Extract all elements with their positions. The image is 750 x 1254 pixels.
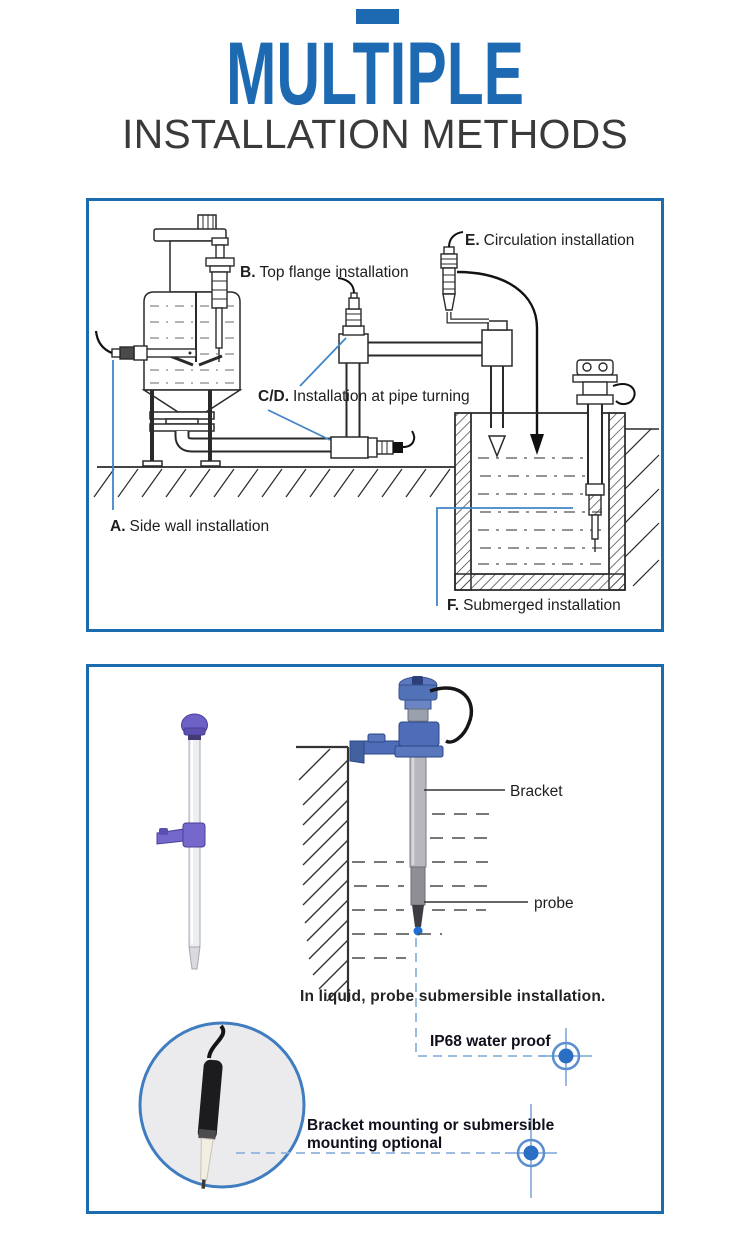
tank-pit-drawing: [454, 412, 626, 591]
label-b-text: Top flange installation: [260, 264, 409, 281]
label-a-text: Side wall installation: [130, 518, 270, 535]
pipe-cd-drawing: [330, 333, 484, 459]
label-submerged-installation: F.Submerged installation: [447, 597, 621, 614]
probe-b-drawing: [205, 237, 235, 362]
installation-diagram: B.Top flange installation E.Circulation …: [93, 214, 660, 614]
label-pipe-turning-installation: C/D.Installation at pipe turning: [258, 388, 470, 405]
label-ip68: IP68 water proof: [430, 1033, 551, 1050]
label-probe: probe: [534, 895, 574, 912]
label-a-prefix: A.: [110, 518, 126, 535]
label-side-wall-installation: A.Side wall installation: [110, 518, 269, 535]
panel-submersible-detail: Bracket probe In liquid, probe submersib…: [86, 664, 664, 1214]
pipe-tee-e-drawing: [481, 320, 513, 459]
probe-c-drawing: [337, 277, 365, 336]
label-e-prefix: E.: [465, 232, 480, 249]
caption-submersible: In liquid, probe submersible installatio…: [300, 988, 606, 1005]
label-circulation-installation: E.Circulation installation: [465, 232, 634, 249]
page-title: MULTIPLE: [225, 23, 525, 123]
page-subtitle: INSTALLATION METHODS: [122, 111, 628, 157]
standalone-probe-drawing: [156, 713, 208, 970]
label-f-text: Submerged installation: [463, 597, 621, 614]
callout-lines: [112, 337, 573, 606]
probe-f-drawing: [572, 359, 636, 552]
probe-e-drawing: [440, 231, 544, 455]
label-f-prefix: F.: [447, 597, 459, 614]
leader-lines: [424, 789, 528, 903]
datum-target-icon: [505, 1104, 557, 1198]
probe-d-drawing: [367, 430, 416, 458]
probe-cable: [429, 686, 474, 744]
datum-target-icon: [540, 1028, 592, 1086]
label-b-prefix: B.: [240, 264, 256, 281]
label-mounting-line2: mounting optional: [307, 1135, 442, 1152]
ground-hatch: [93, 466, 455, 498]
label-top-flange-installation: B.Top flange installation: [240, 264, 409, 281]
ground-hatch-right: [624, 428, 660, 587]
probe-a-drawing: [94, 330, 197, 361]
label-mounting-line1: Bracket mounting or submersible: [307, 1117, 555, 1134]
label-cd-prefix: C/D.: [258, 388, 289, 405]
wall-drawing: [296, 745, 350, 1002]
label-cd-text: Installation at pipe turning: [293, 388, 470, 405]
submersible-diagram: Bracket probe In liquid, probe submersib…: [138, 676, 606, 1198]
panel-installation-methods: B.Top flange installation E.Circulation …: [86, 198, 664, 632]
label-e-text: Circulation installation: [484, 232, 635, 249]
mounted-probe-drawing: [349, 676, 474, 936]
header-accent-bar: [356, 9, 399, 24]
probe-photo-bubble: [138, 1021, 306, 1189]
label-bracket: Bracket: [510, 783, 563, 800]
water-level-dashes: [352, 813, 496, 959]
